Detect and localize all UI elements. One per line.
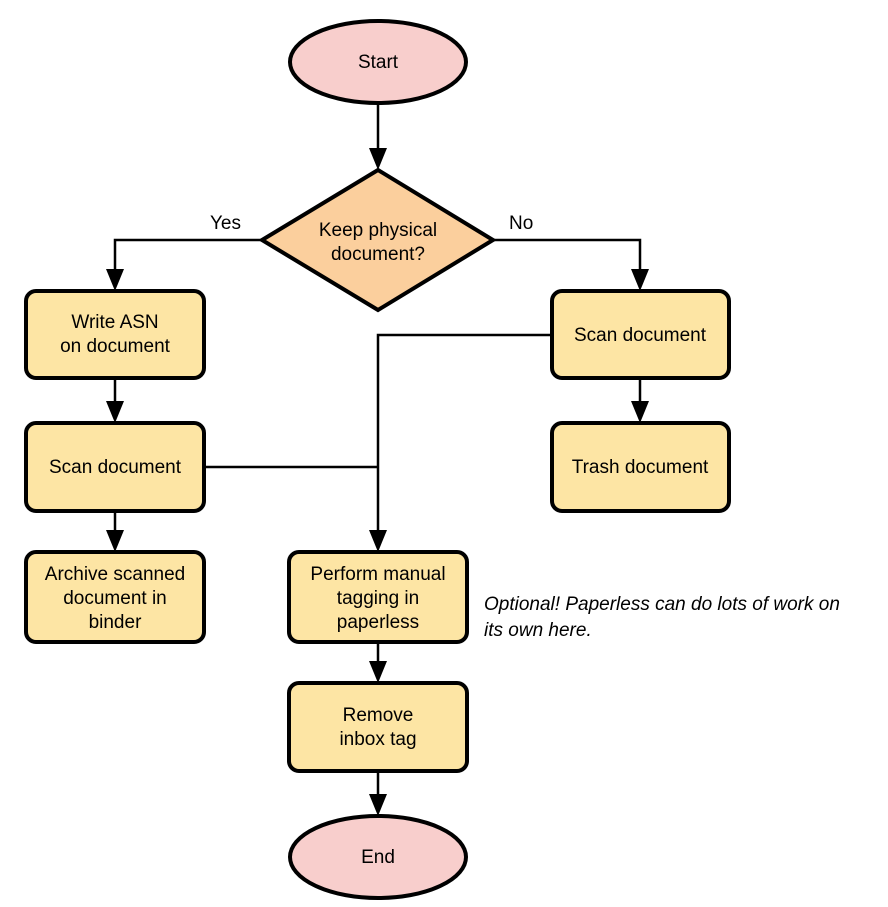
decision-label-line1: Keep physical (319, 220, 437, 241)
node-remove-inbox-tag[interactable]: Remove inbox tag (287, 681, 469, 773)
archive-label-line1: Archive scanned (45, 564, 185, 585)
node-trash-document[interactable]: Trash document (550, 421, 731, 513)
scan-document-right-box[interactable] (550, 289, 731, 380)
trash-document-label: Trash document (572, 457, 709, 478)
edge-scan-right-to-tagging (369, 333, 552, 552)
write-asn-box[interactable] (24, 289, 206, 380)
trash-document-box[interactable] (550, 421, 731, 513)
scan-document-right-label: Scan document (574, 325, 707, 346)
node-perform-manual-tagging[interactable]: Perform manual tagging in paperless (287, 550, 469, 644)
remove-inbox-label-line2: inbox tag (339, 729, 416, 750)
node-scan-document-right[interactable]: Scan document (550, 289, 731, 380)
edge-scan-left-to-archive (106, 511, 124, 552)
scan-document-left-box[interactable] (24, 421, 206, 513)
start-label: Start (358, 52, 399, 73)
edge-write-asn-to-scan-left (106, 378, 124, 423)
node-write-asn[interactable]: Write ASN on document (24, 289, 206, 380)
write-asn-label-line2: on document (60, 336, 171, 357)
tagging-label-line2: tagging in (337, 588, 419, 609)
start-ellipse[interactable] (288, 19, 468, 105)
edge-tagging-to-remove-inbox (369, 642, 387, 683)
scan-document-left-label: Scan document (49, 457, 182, 478)
node-archive-scanned-document[interactable]: Archive scanned document in binder (24, 550, 206, 644)
decision-diamond[interactable] (258, 167, 497, 313)
annotation-line2: its own here. (484, 620, 592, 641)
annotation-line1: Optional! Paperless can do lots of work … (484, 594, 840, 615)
write-asn-label-line1: Write ASN (71, 312, 158, 333)
edge-decision-yes-to-write-asn (106, 238, 262, 291)
edge-label-yes: Yes (210, 213, 241, 234)
remove-inbox-tag-box[interactable] (287, 681, 469, 773)
tagging-box[interactable] (287, 550, 469, 644)
archive-label-line3: binder (89, 612, 142, 633)
archive-label-line2: document in (63, 588, 167, 609)
node-scan-document-left[interactable]: Scan document (24, 421, 206, 513)
node-end[interactable]: End (288, 814, 468, 900)
edge-start-to-decision (369, 103, 387, 170)
edge-remove-inbox-to-end (369, 771, 387, 816)
end-ellipse[interactable] (288, 814, 468, 900)
edge-label-no: No (509, 213, 533, 234)
tagging-label-line3: paperless (337, 612, 419, 633)
node-decision-keep-physical-document[interactable]: Keep physical document? (258, 167, 497, 313)
end-label: End (361, 847, 395, 868)
archive-box[interactable] (24, 550, 206, 644)
edge-scan-right-to-trash (631, 378, 649, 423)
annotation-optional-paperless: Optional! Paperless can do lots of work … (484, 594, 840, 641)
node-start[interactable]: Start (288, 19, 468, 105)
tagging-label-line1: Perform manual (310, 564, 445, 585)
edge-decision-no-to-scan-right (493, 238, 649, 291)
remove-inbox-label-line1: Remove (343, 705, 414, 726)
decision-label-line2: document? (331, 244, 425, 265)
